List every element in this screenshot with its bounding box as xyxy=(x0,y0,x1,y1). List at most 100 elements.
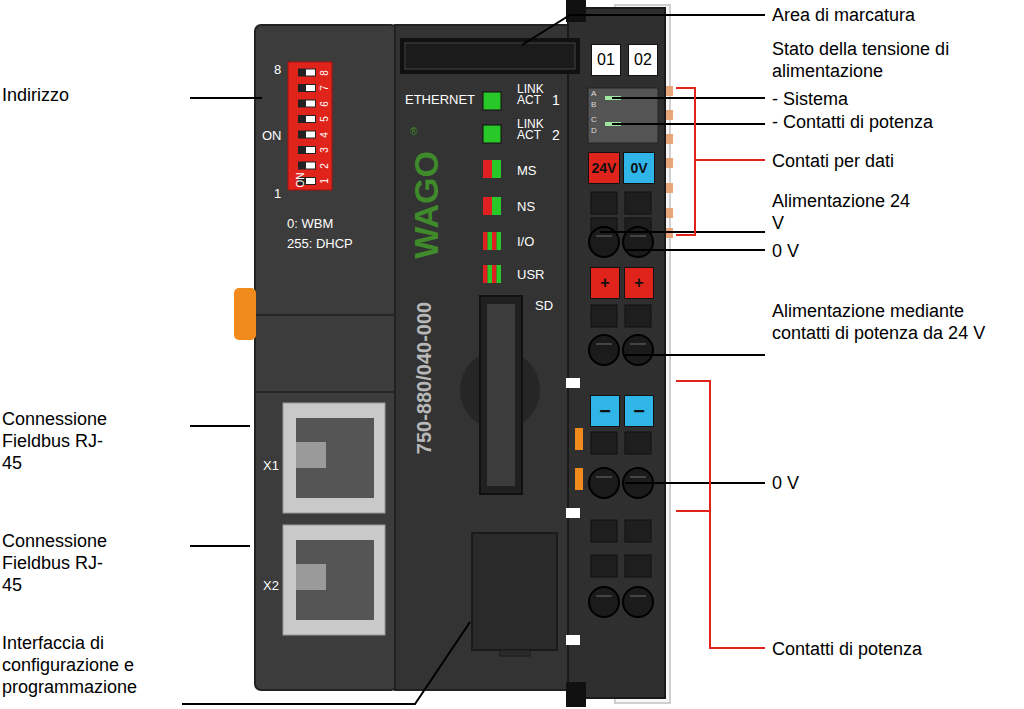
callout-label: Connessione Fieldbus RJ-45 xyxy=(2,408,122,474)
terminal-text: − xyxy=(599,400,611,423)
dip-switch xyxy=(306,116,315,122)
terminal-text: 0V xyxy=(630,160,647,176)
terminal-strip xyxy=(575,468,583,490)
status-led xyxy=(483,92,501,110)
cage-clamp xyxy=(630,235,646,237)
dip-switch xyxy=(298,69,316,77)
device-marking: MS xyxy=(517,163,537,179)
leader-line xyxy=(612,123,765,125)
callout-label: Alimentazione mediante contatti di poten… xyxy=(772,300,1002,344)
marking-area xyxy=(400,38,580,74)
status-led xyxy=(497,265,502,283)
cage-clamp xyxy=(625,432,651,454)
device-marking: 8 xyxy=(274,62,281,78)
device-marking: C xyxy=(591,115,597,124)
bracket xyxy=(676,88,765,648)
callout-label: Contatti di potenza xyxy=(772,638,922,660)
terminal-mark: 24V xyxy=(588,152,620,184)
cage-clamp xyxy=(589,468,619,498)
cage-clamp xyxy=(630,595,646,597)
orange-contact xyxy=(665,183,673,193)
marker-tag: 01 xyxy=(591,44,621,76)
dip-switch xyxy=(298,115,316,123)
terminal-strip xyxy=(566,0,586,22)
terminal-text: + xyxy=(634,274,643,292)
device-marking: NS xyxy=(517,199,535,215)
device-marking: WAGO xyxy=(408,151,444,259)
sd-slot xyxy=(487,304,515,486)
cage-clamp xyxy=(630,343,646,345)
callout-label: Connessione Fieldbus RJ-45 xyxy=(2,530,122,596)
status-led xyxy=(497,232,502,250)
device-marking: B xyxy=(591,100,596,109)
controller-housing xyxy=(255,25,397,690)
status-led xyxy=(483,125,501,143)
callout-label: Contati per dati xyxy=(772,150,894,172)
status-led xyxy=(483,160,492,178)
device-marking: X2 xyxy=(263,578,279,594)
dip-switch xyxy=(298,84,316,92)
terminal-text: + xyxy=(600,274,609,292)
terminal-mark: + xyxy=(624,267,654,299)
bracket xyxy=(695,159,765,161)
terminal-mark: + xyxy=(590,267,620,299)
rj45-port xyxy=(296,540,374,620)
cage-clamp xyxy=(591,192,617,214)
device-marking: 7 xyxy=(319,85,331,91)
terminal-strip xyxy=(566,0,665,707)
leader-line xyxy=(190,97,262,99)
orange-contact xyxy=(665,208,673,218)
dip-switch xyxy=(298,162,316,170)
status-led xyxy=(483,92,501,283)
leader-line xyxy=(625,249,765,251)
leader-line xyxy=(625,482,765,484)
status-led xyxy=(488,232,493,250)
rj45-port xyxy=(296,442,326,468)
config-interface xyxy=(500,650,530,656)
status-led xyxy=(492,232,497,250)
device-marking: 2 xyxy=(319,163,331,169)
orange-contact xyxy=(665,134,673,144)
cage-clamp xyxy=(591,432,617,454)
device-marking: 1 xyxy=(319,178,331,184)
bracket xyxy=(676,381,765,648)
callout-label: - Sistema xyxy=(772,88,848,110)
cage-clamp xyxy=(589,192,653,617)
callout-label: 0 V xyxy=(772,472,799,494)
terminal-strip xyxy=(566,508,580,518)
bracket xyxy=(676,510,710,512)
device-marking: 3 xyxy=(319,147,331,153)
device-marking: 1 xyxy=(552,92,560,109)
terminal-strip xyxy=(566,378,580,388)
status-led xyxy=(483,197,492,215)
device-marking: 4 xyxy=(319,132,331,138)
device-marking: I/O xyxy=(517,234,534,250)
terminal-strip xyxy=(588,88,658,143)
leader-line xyxy=(600,231,765,233)
device-marking: 8 xyxy=(319,70,331,76)
terminal-text: − xyxy=(633,400,645,423)
config-interface xyxy=(472,533,557,656)
terminal-text: 24V xyxy=(592,160,617,176)
cage-clamp xyxy=(589,587,619,617)
dip-switch xyxy=(306,178,315,184)
device-marking: LINK ACT xyxy=(517,84,549,106)
device-marking: ON xyxy=(262,128,282,144)
cage-clamp xyxy=(591,520,617,542)
cage-clamp xyxy=(591,555,617,577)
terminal-mark: 0V xyxy=(623,152,655,184)
status-led xyxy=(483,232,488,250)
leader-line xyxy=(625,354,765,356)
marking-area xyxy=(400,38,580,74)
cage-clamp xyxy=(623,587,653,617)
cage-clamp xyxy=(591,305,617,327)
dip-switch xyxy=(298,69,316,186)
rj45-port xyxy=(296,418,374,498)
device-marking: LINK ACT xyxy=(517,119,549,141)
terminal-strip xyxy=(566,635,580,645)
cage-clamp xyxy=(596,343,612,345)
device-marking: 5 xyxy=(319,116,331,122)
rj45-port xyxy=(296,564,326,590)
status-led xyxy=(492,160,501,178)
